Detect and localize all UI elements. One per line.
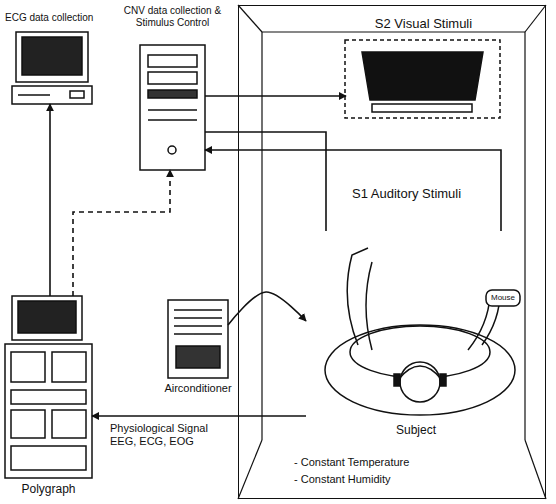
visual-stimulus-monitor-part — [345, 40, 500, 118]
room-perspective-part — [262, 31, 525, 32]
room-perspective-part — [238, 5, 262, 32]
node-label: Subject — [396, 423, 436, 437]
room-perspective-part — [238, 440, 262, 499]
cnv-computer-tower-part — [148, 119, 197, 121]
condition-note: - Constant Humidity — [294, 473, 391, 486]
polygraph-rack-part — [11, 390, 86, 404]
node-label: Airconditioner — [164, 382, 231, 395]
subject-figure-part — [398, 366, 442, 380]
node-label: ECG data collection — [5, 12, 93, 24]
cnv-computer-tower-part — [140, 45, 205, 170]
cnv-computer-tower-part — [148, 109, 197, 111]
signal-label: Physiological Signal EEG, ECG, EOG — [108, 421, 230, 449]
ecg-computer-part — [22, 37, 82, 75]
computer-node: ECG data collection — [12, 32, 92, 104]
room-perspective-part — [525, 5, 546, 32]
ecg-computer-part — [18, 94, 50, 96]
node-label: S2 Visual Stimuli — [375, 16, 472, 32]
room-perspective-part — [525, 440, 546, 499]
polygraph-rack-part — [5, 344, 92, 478]
ecg-computer — [12, 32, 92, 104]
subject-figure-part — [486, 290, 520, 306]
air-conditioner-part — [176, 346, 220, 368]
device-node: Airconditioner — [168, 300, 228, 378]
signal-arrow — [205, 132, 326, 231]
air-conditioner — [168, 300, 228, 378]
device-label: Mouse — [491, 293, 515, 303]
visual-stimulus-monitor — [345, 40, 500, 118]
polygraph-rack-part — [52, 352, 86, 382]
room-perspective-part — [261, 32, 262, 440]
signal-arrow — [205, 95, 346, 97]
cnv-computer-tower-part — [148, 72, 197, 84]
subject-figure-part — [366, 262, 372, 350]
monitor-node: S2 Visual Stimuli — [346, 41, 501, 119]
visual-stimulus-monitor-part — [362, 52, 483, 100]
node-label: CNV data collection & Stimulus Control — [105, 5, 240, 29]
room-perspective-part — [524, 32, 525, 440]
polygraph-rack-part — [18, 301, 76, 333]
signal-arrow — [92, 415, 306, 417]
device-node: Polygraph — [5, 296, 92, 478]
polygraph-rack-part — [12, 296, 82, 340]
cnv-computer-tower-part — [148, 90, 197, 98]
subject-figure-part — [400, 362, 440, 402]
air-conditioner-part — [174, 309, 222, 311]
cnv-computer-tower — [140, 45, 205, 170]
ecg-computer-part — [12, 86, 92, 104]
air-conditioner-part — [174, 333, 222, 335]
signal-arrow — [228, 292, 306, 325]
cnv-computer-tower-part — [168, 146, 176, 154]
visual-stimulus-monitor-part — [372, 104, 472, 112]
computer-node: CNV data collection & Stimulus Control — [140, 45, 205, 170]
signal-arrow — [49, 104, 51, 296]
room-box: S2 Visual StimuliSubject - Constant Tempe… — [238, 5, 546, 499]
node-label: Polygraph — [21, 482, 75, 496]
subject-figure — [325, 248, 520, 415]
polygraph-rack-part — [11, 446, 86, 470]
cnv-computer-tower-part — [148, 55, 197, 67]
air-conditioner-part — [174, 317, 222, 319]
air-conditioner-part — [168, 300, 228, 378]
stimulus-label: S1 Auditory Stimuli — [352, 186, 461, 202]
polygraph-rack-part — [11, 410, 45, 438]
polygraph-rack — [5, 296, 92, 478]
subject-node: Subject — [306, 231, 526, 441]
condition-note: - Constant Temperature — [294, 456, 409, 469]
polygraph-rack-part — [11, 352, 45, 382]
subject-figure-part — [347, 248, 368, 345]
signal-arrow — [73, 170, 170, 296]
ecg-computer-part — [16, 32, 88, 82]
ecg-computer-part — [70, 91, 84, 98]
polygraph-rack-part — [52, 410, 86, 438]
signal-arrow — [205, 150, 501, 231]
room-perspective — [238, 5, 546, 499]
subject-figure-part — [394, 374, 400, 386]
air-conditioner-part — [174, 325, 222, 327]
subject-figure-part — [440, 374, 446, 386]
